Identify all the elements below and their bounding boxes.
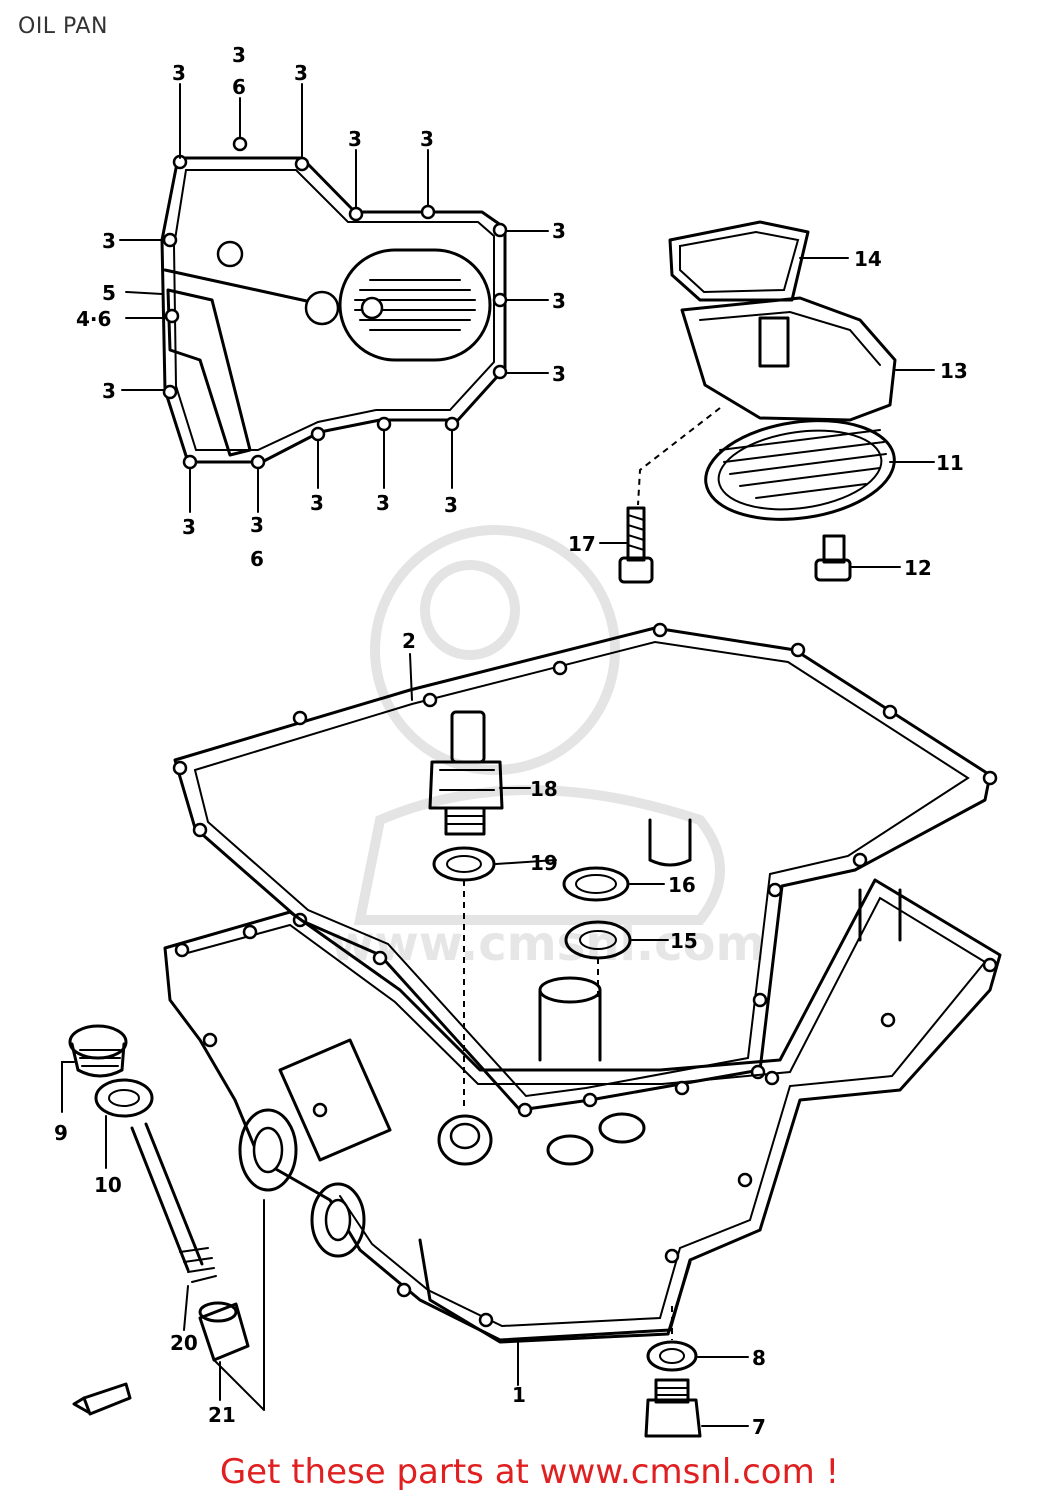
washer-19 (432, 846, 496, 882)
watermark-text: www.cmsnl.com (330, 916, 766, 972)
bolt-17 (618, 506, 654, 584)
callout-3: 3 (552, 289, 566, 313)
callout-19: 19 (530, 851, 558, 875)
callout-21: 21 (208, 1403, 236, 1427)
callout-3: 3 (102, 229, 116, 253)
leader-lines (61, 83, 935, 1427)
callout-14: 14 (854, 247, 882, 271)
callout-3: 3 (348, 127, 362, 151)
piston-21 (198, 1301, 250, 1362)
callout-12: 12 (904, 556, 932, 580)
callout-5: 5 (102, 281, 116, 305)
callout-labels: 3 3 6 3 3 3 3 3 5 4·6 3 3 3 3 3 6 3 3 3 … (54, 43, 968, 1439)
callout-4-6: 4·6 (76, 307, 111, 331)
callout-3: 3 (182, 515, 196, 539)
callout-3: 3 (232, 43, 246, 67)
callout-3: 3 (552, 219, 566, 243)
callout-3: 3 (420, 127, 434, 151)
bolt-12 (814, 534, 852, 582)
callout-11: 11 (936, 451, 964, 475)
drain-washer-8 (646, 1340, 698, 1372)
page-title: OIL PAN (18, 14, 108, 39)
get-parts-link[interactable]: Get these parts at www.cmsnl.com ! (219, 1452, 840, 1492)
callout-3: 3 (172, 61, 186, 85)
callout-1: 1 (512, 1383, 526, 1407)
callout-20: 20 (170, 1331, 198, 1355)
plug-9 (68, 1024, 128, 1078)
callout-18: 18 (530, 777, 558, 801)
o-ring-16 (562, 866, 630, 902)
callout-13: 13 (940, 359, 968, 383)
callout-2: 2 (402, 629, 416, 653)
callout-10: 10 (94, 1173, 122, 1197)
callout-3: 3 (102, 379, 116, 403)
spring-20 (130, 1122, 217, 1283)
front-arrow-icon (72, 1382, 132, 1416)
watermark-logo: www.cmsnl.com (330, 525, 766, 972)
callout-16: 16 (668, 873, 696, 897)
washer-10 (94, 1078, 154, 1118)
callout-3: 3 (294, 61, 308, 85)
callout-15: 15 (670, 929, 698, 953)
oil-pan-cover (160, 136, 508, 470)
oil-strainer-assembly (637, 220, 897, 521)
callout-3: 3 (376, 491, 390, 515)
oil-pan (163, 818, 1002, 1344)
callout-8: 8 (752, 1346, 766, 1370)
callout-6: 6 (232, 75, 246, 99)
pan-bolt-holes (174, 924, 998, 1328)
callout-6: 6 (250, 547, 264, 571)
drain-bolt-7 (644, 1378, 702, 1438)
callout-7: 7 (752, 1415, 766, 1439)
callout-9: 9 (54, 1121, 68, 1145)
oil-pressure-switch-18 (428, 710, 504, 836)
callout-3: 3 (310, 491, 324, 515)
callout-3: 3 (250, 513, 264, 537)
callout-3: 3 (444, 493, 458, 517)
callout-3: 3 (552, 362, 566, 386)
callout-17: 17 (568, 532, 596, 556)
